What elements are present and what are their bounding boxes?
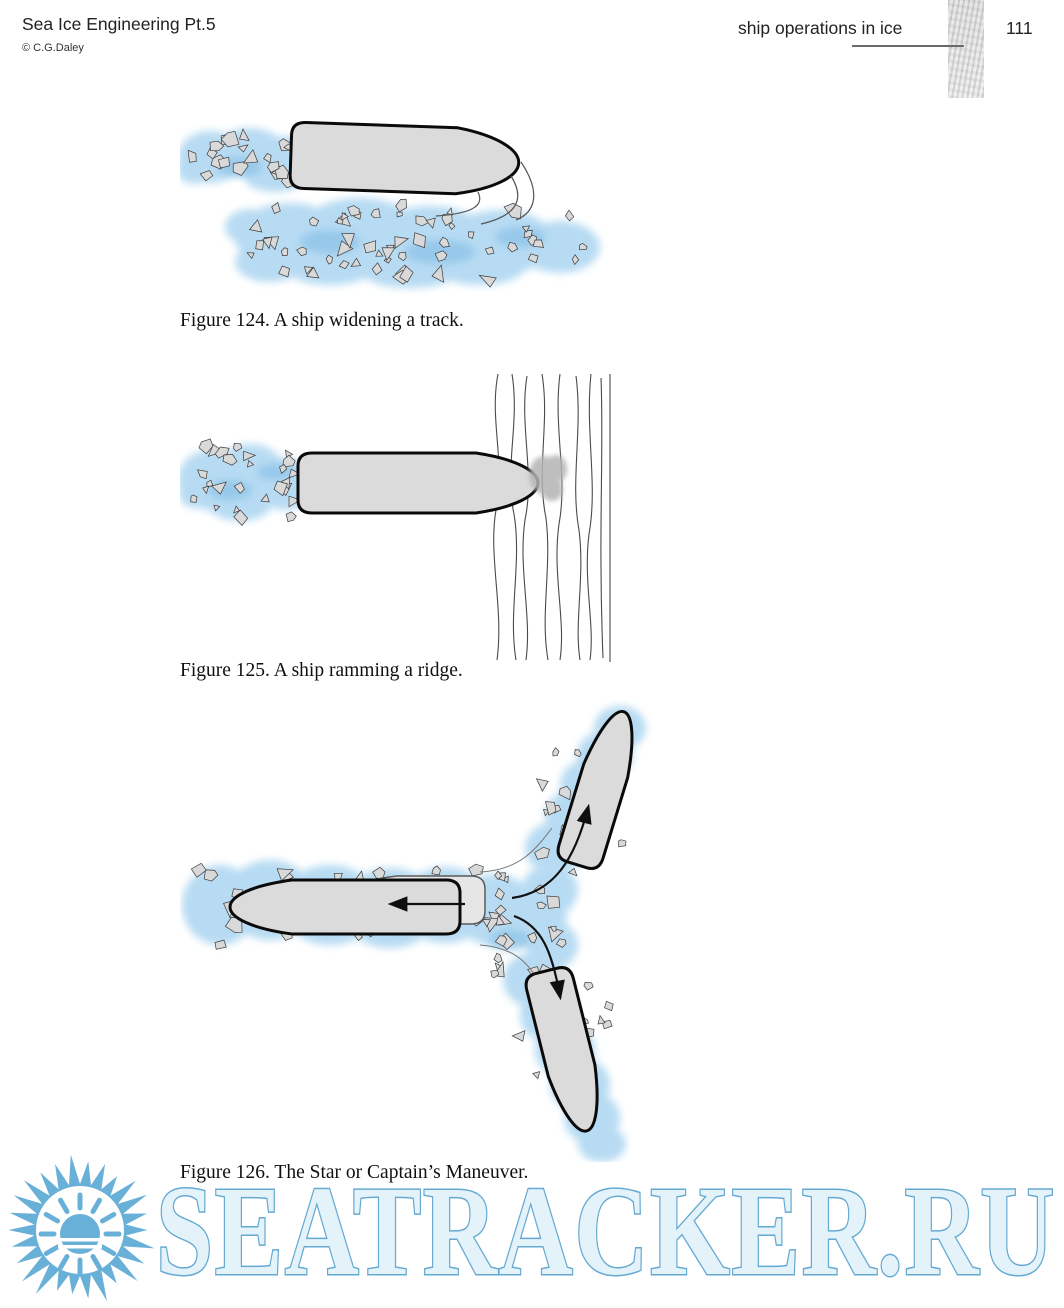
sun-logo-icon xyxy=(8,1154,155,1301)
figure-125-caption: Figure 125. A ship ramming a ridge. xyxy=(180,660,463,681)
figure-124-caption: Figure 124. A ship widening a track. xyxy=(180,310,464,331)
section-header: ship operations in ice xyxy=(738,18,903,38)
maneuver-arrows xyxy=(387,803,592,1001)
ridge-lines xyxy=(493,373,611,662)
figure-126-illustration xyxy=(182,706,646,1162)
header-rule xyxy=(852,45,964,47)
ship-hull-left xyxy=(228,878,462,936)
watermark-text: SEATRACKER.RU xyxy=(156,1168,1056,1300)
paper-texture-artifact xyxy=(948,0,984,98)
junction-floes xyxy=(481,867,578,979)
figure-125-illustration xyxy=(180,373,611,662)
figure-126-caption: Figure 126. The Star or Captain’s Maneuv… xyxy=(180,1162,529,1183)
ship-hull-upper xyxy=(556,710,634,870)
lower-track-floes xyxy=(246,198,588,288)
figure-124-illustration xyxy=(180,120,600,288)
watermark: SEATRACKER.RU xyxy=(155,1168,1056,1300)
ship-hull-lower xyxy=(524,966,599,1133)
document-title: Sea Ice Engineering Pt.5 xyxy=(22,14,216,34)
crushed-ice-smudge xyxy=(529,455,567,501)
stern-wash-lines xyxy=(435,161,535,225)
copyright-line: © C.G.Daley xyxy=(22,42,84,54)
ship-hull xyxy=(288,120,521,196)
track-floes xyxy=(190,438,302,527)
ship-hull xyxy=(296,451,540,515)
page-number: 111 xyxy=(1006,18,1033,38)
